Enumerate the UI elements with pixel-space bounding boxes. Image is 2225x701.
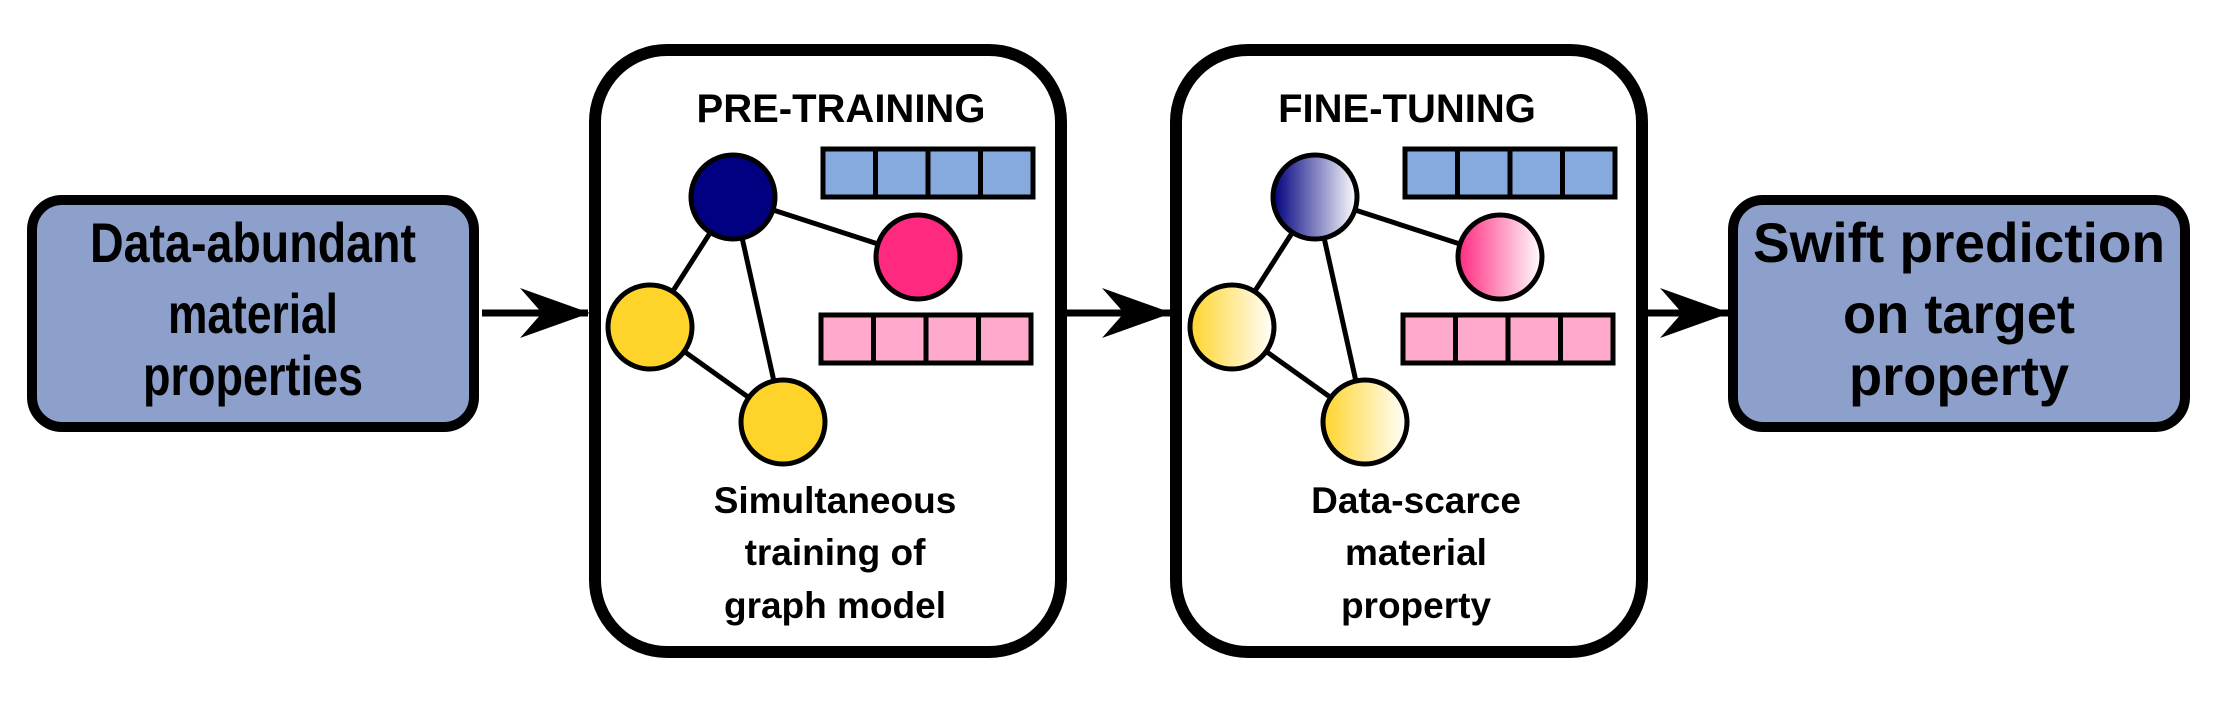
blue-vector	[1402, 146, 1618, 200]
pink-vector-cell	[976, 312, 1034, 366]
blue-vector-cell	[925, 146, 983, 200]
graph-node-left	[1187, 282, 1277, 372]
graph-node-bottom	[1320, 377, 1410, 467]
pink-vector-cell	[1400, 312, 1458, 366]
finetuning-caption-line-2: material	[1345, 532, 1487, 573]
pretraining-caption-line-2: training of	[745, 532, 927, 573]
output-box-line-3: property	[1849, 344, 2069, 407]
graph-node-target	[1455, 212, 1545, 302]
output-box-frame	[1728, 195, 2190, 432]
blue-vector-cell	[1455, 146, 1513, 200]
graph-node-left	[605, 282, 695, 372]
input-box-line-3: properties	[143, 344, 363, 407]
pretraining-graph	[605, 146, 1036, 467]
blue-vector	[820, 146, 1036, 200]
blue-vector-cell	[1402, 146, 1460, 200]
pink-vector-cell	[871, 312, 929, 366]
pretraining-caption-line-3: graph model	[724, 585, 946, 626]
output-box: Swift prediction on target property	[1728, 195, 2190, 432]
blue-vector-cell	[1560, 146, 1618, 200]
graph-node-hub	[1270, 152, 1360, 242]
finetuning-caption-line-1: Data-scarce	[1311, 480, 1521, 521]
input-box-line-2: material	[168, 282, 338, 345]
finetuning-title: FINE-TUNING	[1278, 87, 1536, 131]
blue-vector-cell	[978, 146, 1036, 200]
blue-vector-cell	[820, 146, 878, 200]
finetuning-stage: FINE-TUNING Data-scarce material propert…	[1170, 44, 1648, 658]
pink-vector	[1400, 312, 1616, 366]
output-box-line-2: on target	[1843, 282, 2075, 345]
graph-node-target	[873, 212, 963, 302]
pretraining-caption-line-1: Simultaneous	[714, 480, 957, 521]
input-box: Data-abundant material properties	[27, 195, 479, 432]
pink-vector-cell	[1558, 312, 1616, 366]
graph-node-hub	[688, 152, 778, 242]
finetuning-graph	[1187, 146, 1618, 467]
pink-vector-cell	[818, 312, 876, 366]
pink-vector-cell	[1505, 312, 1563, 366]
input-box-frame	[27, 195, 479, 432]
pretraining-stage: PRE-TRAINING Simultaneous training of gr…	[589, 44, 1067, 658]
blue-vector-cell	[1507, 146, 1565, 200]
blue-vector-cell	[873, 146, 931, 200]
input-box-line-1: Data-abundant	[90, 211, 416, 274]
pink-vector	[818, 312, 1034, 366]
output-box-line-1: Swift prediction	[1753, 211, 2165, 274]
graph-node-bottom	[738, 377, 828, 467]
pink-vector-cell	[1453, 312, 1511, 366]
finetuning-caption-line-3: property	[1341, 585, 1492, 626]
pink-vector-cell	[923, 312, 981, 366]
pretraining-title: PRE-TRAINING	[697, 87, 986, 131]
